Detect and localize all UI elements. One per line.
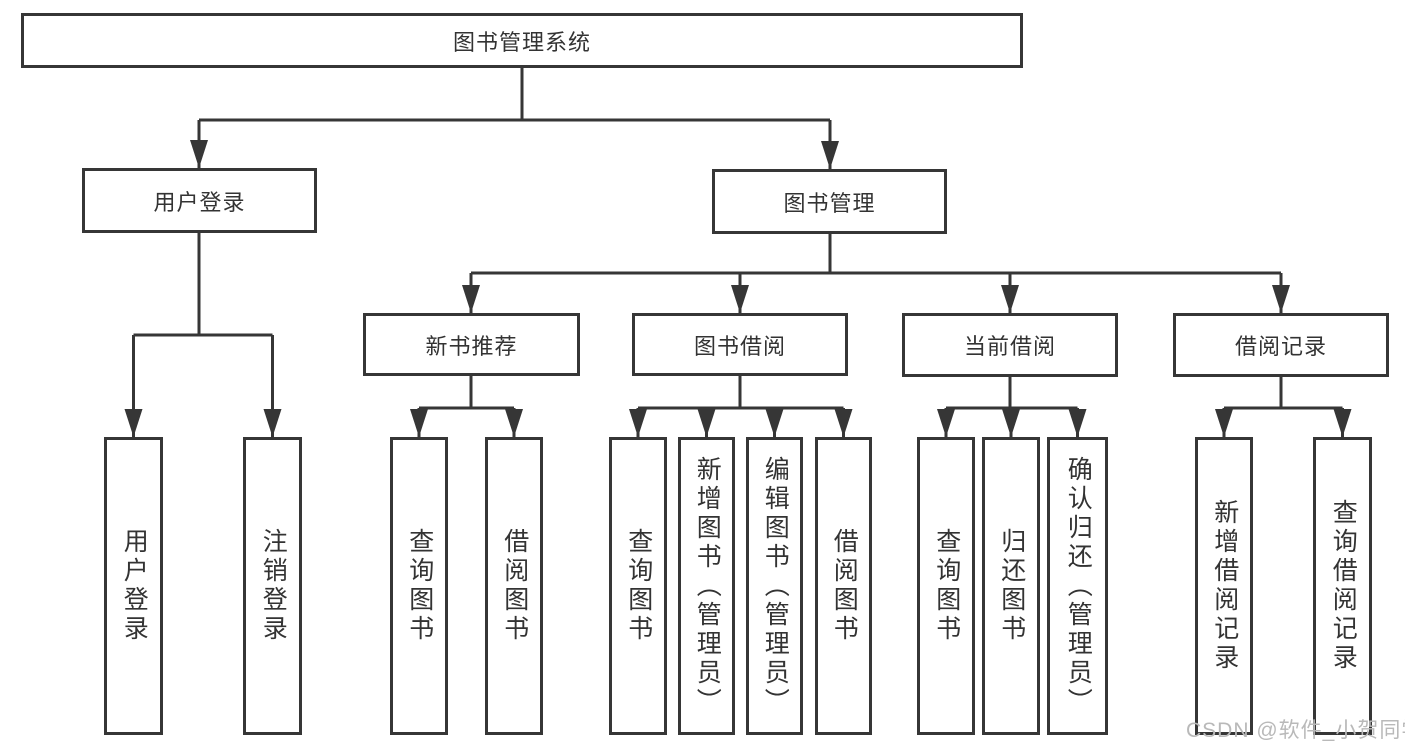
- node-borrow-records-label: 借阅记录: [1234, 334, 1327, 359]
- leaf-edit-books-admin: 编辑图书（管理员）: [746, 437, 803, 735]
- leaf-search-borrow-record-label: 查询借阅记录: [1329, 499, 1358, 673]
- leaf-borrow-books-recommend: 借阅图书: [485, 437, 543, 735]
- node-user-login-label: 用户登录: [153, 189, 246, 215]
- leaf-add-borrow-record: 新增借阅记录: [1195, 437, 1253, 735]
- node-current-borrowing-label: 当前借阅: [963, 334, 1056, 359]
- leaf-user-login: 用户登录: [104, 437, 163, 735]
- leaf-search-books-recommend-label: 查询图书: [405, 528, 434, 644]
- node-user-login: 用户登录: [82, 168, 317, 233]
- leaf-add-books-admin-label: 新增图书（管理员）: [693, 455, 722, 717]
- leaf-search-books-borrowing-label: 查询图书: [624, 528, 653, 644]
- node-book-borrowing-label: 图书借阅: [693, 333, 786, 359]
- leaf-add-books-admin: 新增图书（管理员）: [678, 437, 735, 735]
- leaf-return-books-label: 归还图书: [997, 528, 1026, 644]
- node-new-book-recommend: 新书推荐: [363, 313, 580, 376]
- leaf-edit-books-admin-label: 编辑图书（管理员）: [761, 455, 790, 717]
- node-current-borrowing: 当前借阅: [902, 313, 1118, 377]
- leaf-confirm-return-admin: 确认归还（管理员）: [1047, 437, 1108, 735]
- leaf-search-books-current: 查询图书: [917, 437, 975, 735]
- leaf-logout-label: 注销登录: [259, 528, 288, 644]
- leaf-user-login-label: 用户登录: [120, 528, 149, 644]
- leaf-search-books-borrowing: 查询图书: [609, 437, 667, 735]
- leaf-return-books: 归还图书: [982, 437, 1040, 735]
- node-library-system-label: 图书管理系统: [452, 29, 591, 55]
- leaf-search-books-current-label: 查询图书: [932, 528, 961, 644]
- node-borrow-records: 借阅记录: [1173, 313, 1389, 377]
- leaf-search-borrow-record: 查询借阅记录: [1313, 437, 1372, 735]
- csdn-watermark: CSDN @软件_小贺同学: [1186, 719, 1405, 742]
- node-book-borrowing: 图书借阅: [632, 313, 848, 376]
- leaf-borrow-books: 借阅图书: [815, 437, 872, 735]
- leaf-search-books-recommend: 查询图书: [390, 437, 448, 735]
- leaf-borrow-books-label: 借阅图书: [830, 528, 859, 644]
- node-book-management-label: 图书管理: [783, 190, 876, 216]
- leaf-add-borrow-record-label: 新增借阅记录: [1210, 499, 1239, 673]
- leaf-logout: 注销登录: [243, 437, 302, 735]
- leaf-borrow-books-recommend-label: 借阅图书: [500, 528, 529, 644]
- node-new-book-recommend-label: 新书推荐: [425, 333, 518, 359]
- leaf-confirm-return-admin-label: 确认归还（管理员）: [1064, 455, 1093, 717]
- node-book-management: 图书管理: [712, 169, 947, 234]
- node-library-system: 图书管理系统: [21, 13, 1023, 68]
